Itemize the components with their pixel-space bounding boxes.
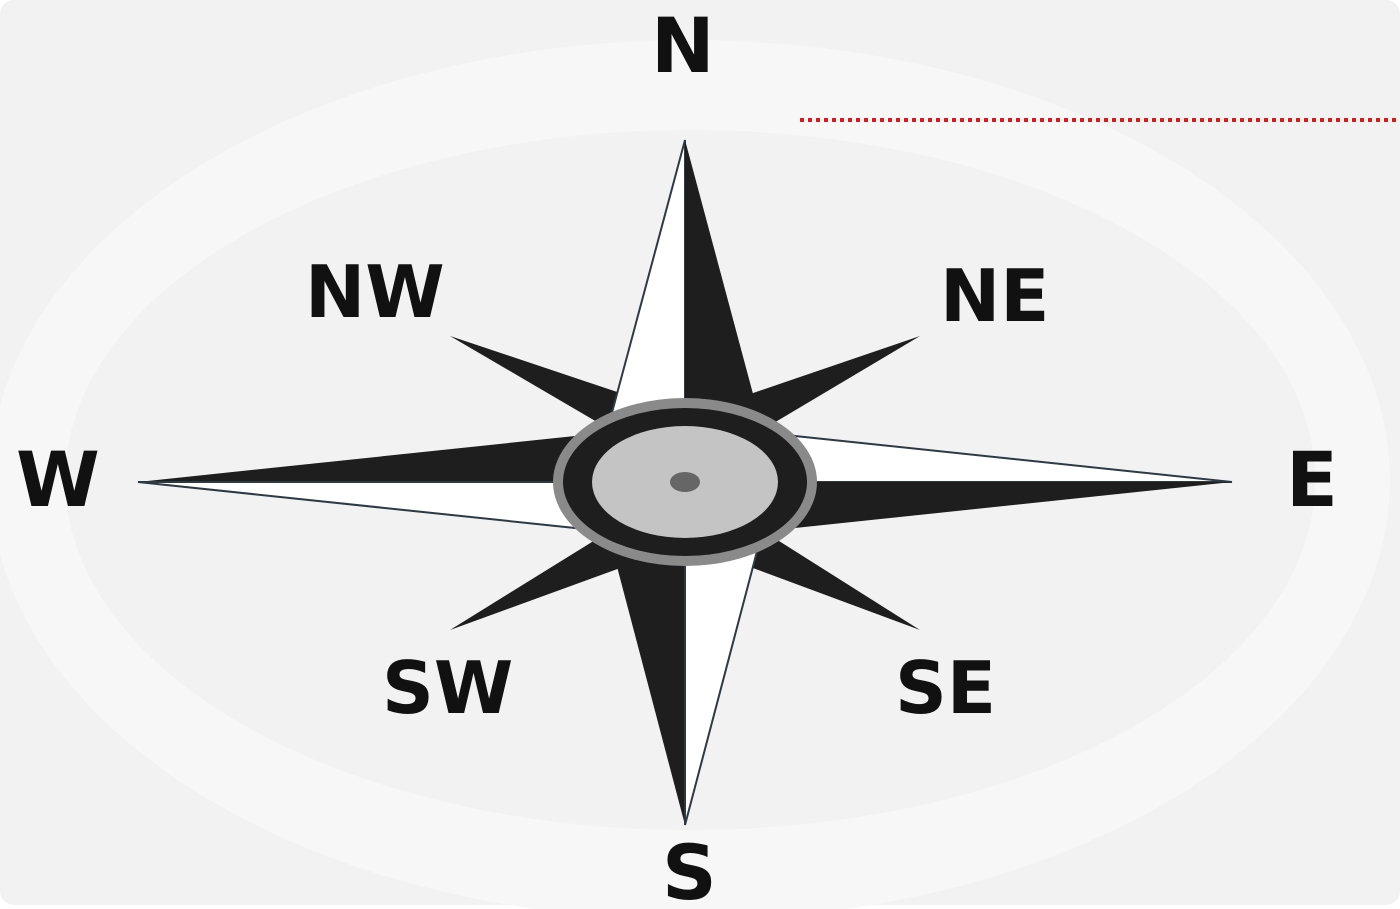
east-label: E — [1286, 442, 1338, 518]
compass-hub — [553, 398, 817, 566]
northeast-label: NE — [940, 260, 1049, 332]
southwest-label: SW — [382, 652, 513, 724]
southeast-label: SE — [895, 652, 996, 724]
northwest-label: NW — [305, 256, 445, 328]
west-label: W — [16, 442, 100, 518]
hub-center-dot — [670, 472, 700, 492]
north-label: N — [651, 8, 715, 84]
south-label: S — [662, 835, 717, 909]
